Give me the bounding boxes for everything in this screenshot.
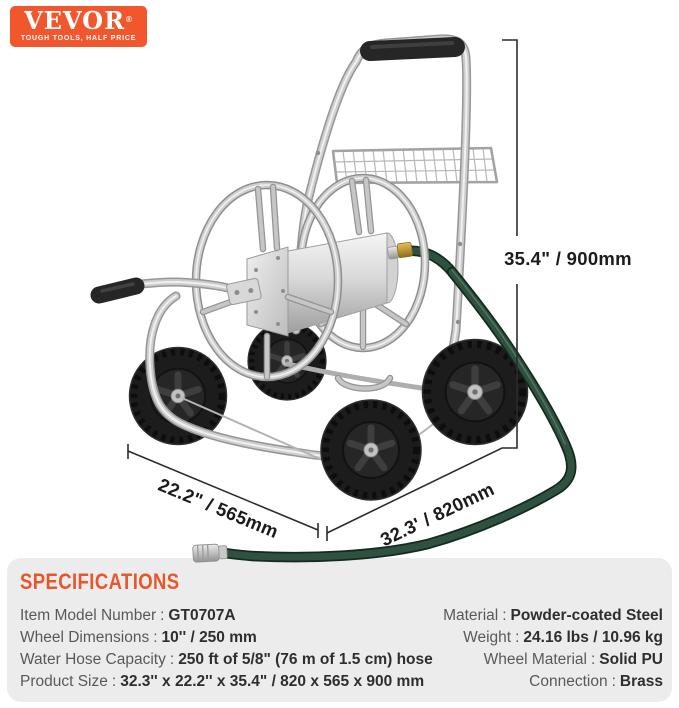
spec-label: Wheel Dimensions (20, 629, 150, 646)
spec-separator: : (111, 673, 117, 690)
spec-label: Water Hose Capacity (20, 651, 166, 668)
spec-value: 250 ft of 5/8" (76 m of 1.5 cm) hose (178, 651, 433, 668)
specifications-title: SPECIFICATIONS (20, 569, 180, 594)
reel-ring-left (196, 185, 338, 377)
wheel-rear-left (248, 322, 326, 400)
spec-column-left: Item Model Number:GT0707A Wheel Dimensio… (20, 605, 433, 693)
spec-label: Product Size (20, 673, 108, 690)
spec-label: Wheel Material (483, 651, 587, 668)
spec-row-product-size: Product Size:32.3'' x 22.2'' x 35.4" / 8… (20, 671, 433, 693)
vevor-logo: VEVOR® TOUGH TOOLS, HALF PRICE (10, 6, 147, 47)
reel-ring-right (301, 178, 425, 392)
spec-label: Item Model Number (20, 607, 157, 624)
spec-separator: : (502, 607, 507, 624)
spec-label: Connection (529, 673, 608, 690)
spec-separator: : (160, 607, 165, 624)
spec-separator: : (515, 629, 520, 646)
spec-column-right: Material:Powder-coated Steel Weight:24.1… (443, 605, 663, 693)
spec-value: Brass (619, 673, 663, 690)
brass-connector (387, 241, 413, 260)
cart-base-frame (150, 296, 469, 459)
specifications-panel: SPECIFICATIONS Item Model Number:GT0707A… (7, 558, 672, 702)
spec-value: GT0707A (168, 607, 236, 624)
spec-row-connection: Connection:Brass (443, 671, 663, 693)
depth-dimension-label: 32.3' / 820mm (377, 478, 498, 550)
spec-row-model-number: Item Model Number:GT0707A (20, 605, 433, 627)
wheel-front-right (321, 400, 421, 500)
spec-value: Solid PU (599, 651, 663, 668)
handle-foam-grip (360, 37, 465, 61)
spec-value: 24.16 lbs / 10.96 kg (523, 629, 663, 646)
crank-grip (90, 277, 145, 304)
crank-handle (90, 277, 262, 306)
brand-name-row: VEVOR® (10, 9, 147, 33)
height-dimension-label: 35.4" / 900mm (504, 248, 632, 269)
spec-row-weight: Weight:24.16 lbs / 10.96 kg (443, 627, 663, 649)
hose-upper-segment (400, 245, 459, 279)
dimension-lines (127, 39, 518, 541)
brand-name: VEVOR (24, 6, 126, 35)
spec-row-hose-capacity: Water Hose Capacity:250 ft of 5/8" (76 m… (20, 649, 433, 671)
width-dimension-label: 22.2" / 565mm (155, 474, 281, 542)
spec-label: Material (443, 607, 499, 624)
spec-separator: : (611, 673, 616, 690)
spec-value: Powder-coated Steel (510, 607, 663, 624)
spec-row-wheel-material: Wheel Material:Solid PU (443, 649, 663, 671)
wheel-front-left (130, 348, 227, 445)
brand-tagline: TOUGH TOOLS, HALF PRICE (20, 35, 137, 42)
spec-row-wheel-dimensions: Wheel Dimensions:10'' / 250 mm (20, 627, 433, 649)
spec-label: Weight (463, 629, 512, 646)
reel-drum (246, 232, 399, 337)
wire-basket (331, 146, 499, 185)
rear-axle-tube (285, 361, 458, 396)
registered-mark: ® (126, 15, 133, 24)
spec-value: 32.3'' x 22.2'' x 35.4" / 820 x 565 x 90… (120, 673, 425, 690)
spec-value: 10'' / 250 mm (161, 629, 257, 646)
spec-separator: : (169, 651, 175, 668)
crank-clamp (226, 277, 262, 306)
handle-frame (296, 39, 467, 362)
spec-separator: : (153, 629, 158, 646)
wheel-rear-right (423, 340, 528, 445)
spec-row-material: Material:Powder-coated Steel (443, 605, 663, 627)
garden-hose (219, 266, 577, 563)
spec-separator: : (590, 651, 596, 668)
